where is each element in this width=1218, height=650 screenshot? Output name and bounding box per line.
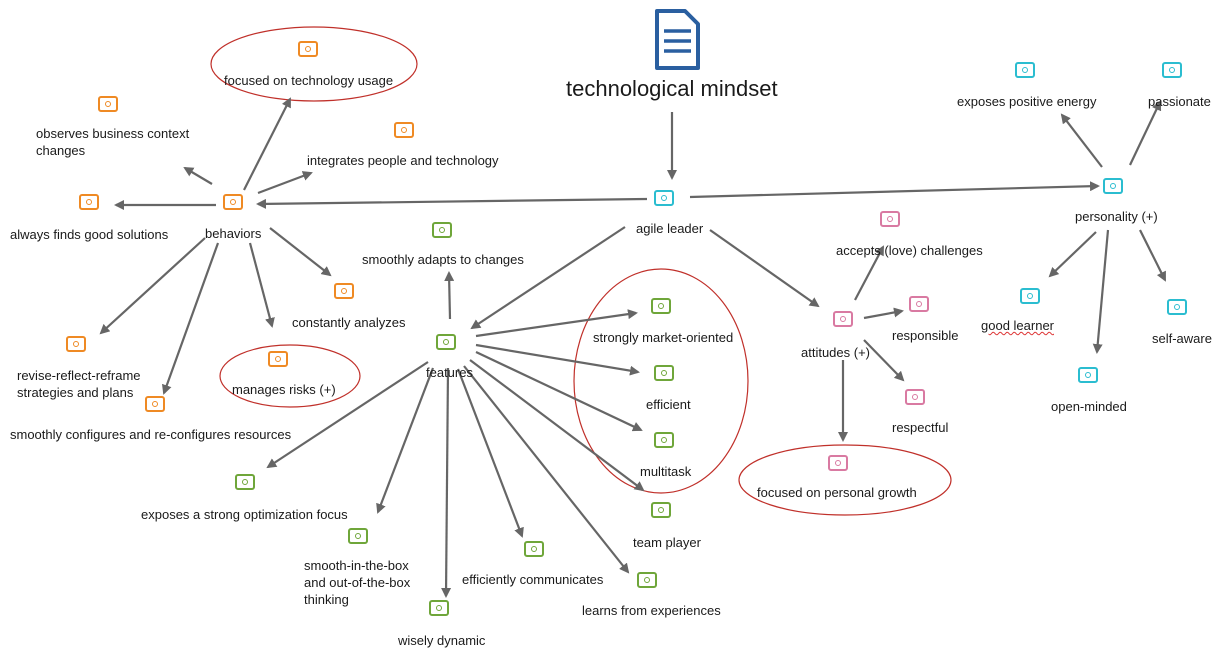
configures-code-icon[interactable]: [145, 396, 165, 412]
node-focused-on-personal-growth[interactable]: focused on personal growth: [757, 485, 917, 500]
node-team-player[interactable]: team player: [633, 535, 701, 550]
good-learner-code-icon[interactable]: [1020, 288, 1040, 304]
always-finds-code-icon[interactable]: [79, 194, 99, 210]
efficient-code-icon[interactable]: [654, 365, 674, 381]
manages-risks-code-icon[interactable]: [268, 351, 288, 367]
node-personality[interactable]: personality (+): [1075, 209, 1158, 224]
node-behaviors[interactable]: behaviors: [205, 226, 262, 241]
node-open-minded[interactable]: open-minded: [1051, 399, 1127, 414]
node-respectful[interactable]: respectful: [892, 420, 949, 435]
wisely-dynamic-code-icon[interactable]: [429, 600, 449, 616]
passionate-code-icon[interactable]: [1162, 62, 1182, 78]
node-self-aware[interactable]: self-aware: [1152, 331, 1212, 346]
attitudes-code-icon[interactable]: [833, 311, 853, 327]
document-icon: [655, 9, 700, 70]
node-efficient[interactable]: efficient: [646, 397, 691, 412]
node-passionate[interactable]: passionate: [1148, 94, 1211, 109]
team-player-code-icon[interactable]: [651, 502, 671, 518]
node-responsible[interactable]: responsible: [892, 328, 959, 343]
highlight-ellipse-personal-growth: [738, 444, 952, 516]
node-smoothly-adapts[interactable]: smoothly adapts to changes: [362, 252, 524, 267]
node-manages-risks[interactable]: manages risks (+): [232, 382, 336, 397]
node-good-learner[interactable]: good learner: [981, 318, 1054, 333]
node-attitudes[interactable]: attitudes (+): [801, 345, 871, 360]
node-multitask[interactable]: multitask: [640, 464, 692, 479]
features-code-icon[interactable]: [436, 334, 456, 350]
revise-code-icon[interactable]: [66, 336, 86, 352]
self-aware-code-icon[interactable]: [1167, 299, 1187, 315]
node-efficiently-communicates[interactable]: efficiently communicates: [462, 572, 604, 587]
analyzes-code-icon[interactable]: [334, 283, 354, 299]
respectful-code-icon[interactable]: [905, 389, 925, 405]
agile-leader-code-icon[interactable]: [654, 190, 674, 206]
edges: [99, 97, 1166, 598]
node-exposes-positive-energy[interactable]: exposes positive energy: [957, 94, 1097, 109]
observes-code-icon[interactable]: [98, 96, 118, 112]
energy-code-icon[interactable]: [1015, 62, 1035, 78]
focused-tech-code-icon[interactable]: [298, 41, 318, 57]
multitask-code-icon[interactable]: [654, 432, 674, 448]
integrates-code-icon[interactable]: [394, 122, 414, 138]
challenges-code-icon[interactable]: [880, 211, 900, 227]
node-wisely-dynamic[interactable]: wisely dynamic: [398, 633, 486, 648]
personality-code-icon[interactable]: [1103, 178, 1123, 194]
highlight-ellipse-manages-risks: [219, 344, 361, 408]
highlight-ellipse-features-group: [573, 268, 749, 494]
personal-growth-code-icon[interactable]: [828, 455, 848, 471]
node-integrates-people-technology[interactable]: integrates people and technology: [307, 153, 499, 168]
node-optimization-focus[interactable]: exposes a strong optimization focus: [141, 507, 348, 522]
behaviors-code-icon[interactable]: [223, 194, 243, 210]
highlight-ellipse-focused-tech: [210, 26, 418, 102]
adapts-code-icon[interactable]: [432, 222, 452, 238]
market-oriented-code-icon[interactable]: [651, 298, 671, 314]
node-constantly-analyzes[interactable]: constantly analyzes: [292, 315, 406, 330]
open-minded-code-icon[interactable]: [1078, 367, 1098, 383]
node-always-finds-good-solutions[interactable]: always finds good solutions: [10, 227, 169, 242]
node-accepts-challenges[interactable]: accepts (love) challenges: [836, 243, 983, 258]
map-title: technological mindset: [566, 76, 778, 101]
communicates-code-icon[interactable]: [524, 541, 544, 557]
learns-code-icon[interactable]: [637, 572, 657, 588]
node-learns-from-experiences[interactable]: learns from experiences: [582, 603, 721, 618]
node-focused-on-technology-usage[interactable]: focused on technology usage: [224, 73, 394, 88]
node-strongly-market-oriented[interactable]: strongly market-oriented: [593, 330, 734, 345]
node-agile-leader[interactable]: agile leader: [636, 221, 704, 236]
optimization-code-icon[interactable]: [235, 474, 255, 490]
node-features[interactable]: features: [426, 365, 473, 380]
node-smoothly-configures[interactable]: smoothly configures and re-configures re…: [10, 427, 292, 442]
smooth-box-code-icon[interactable]: [348, 528, 368, 544]
responsible-code-icon[interactable]: [909, 296, 929, 312]
